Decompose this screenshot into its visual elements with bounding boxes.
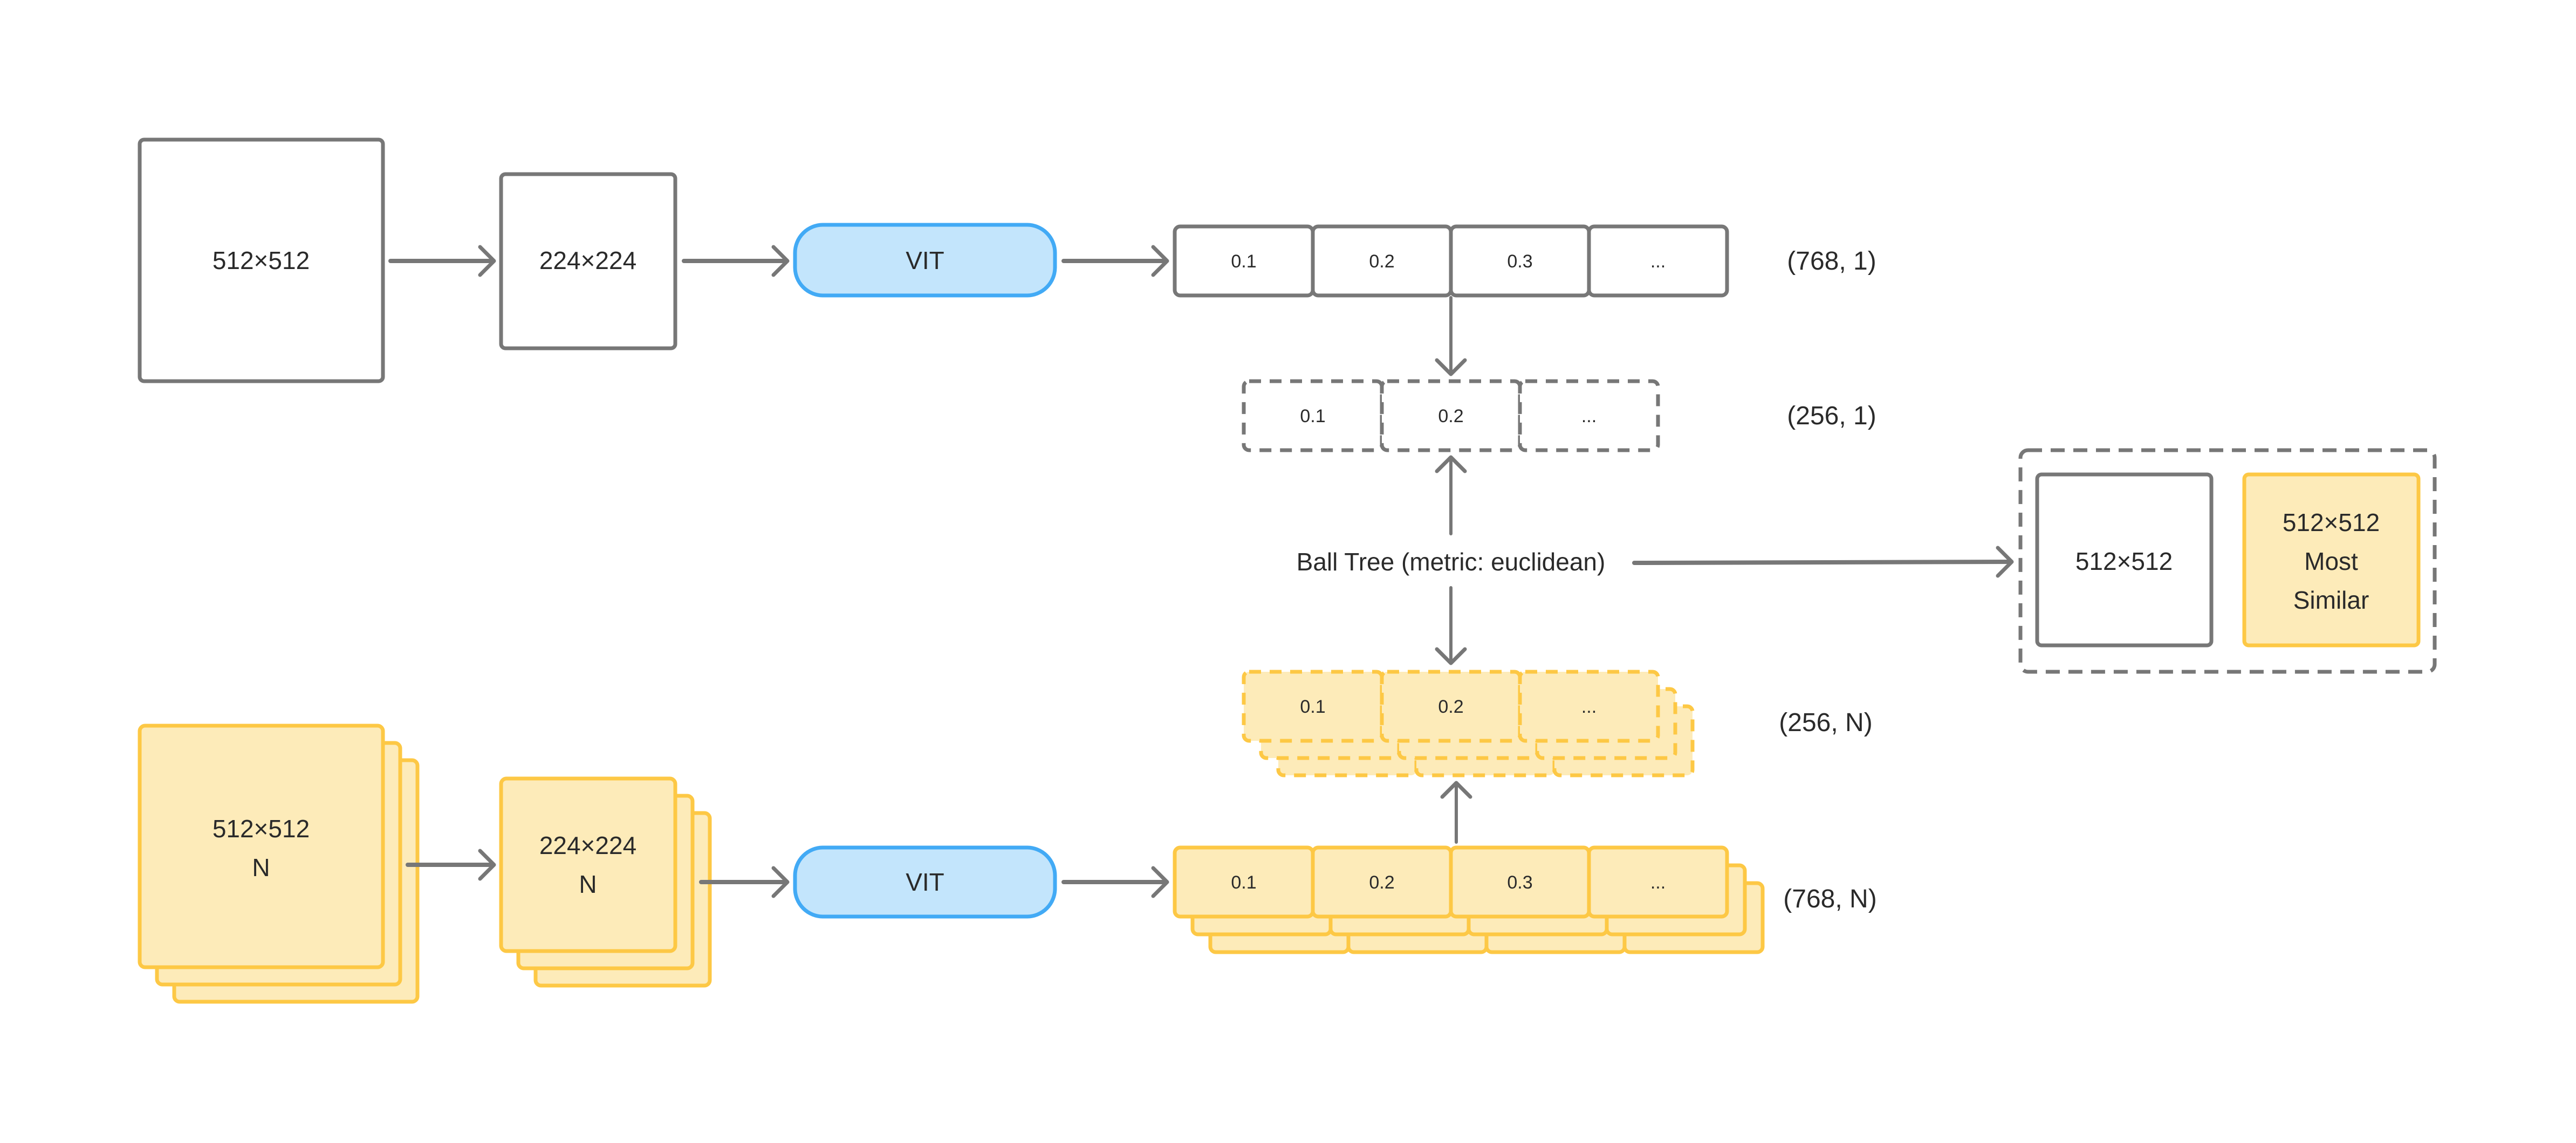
db-vit-label: VIT [906,868,944,896]
db-input-image-line-1: 512×512 [213,815,310,843]
db-embedding-cell [1587,845,1729,919]
db-embedding-shape: (768, N) [1783,885,1876,913]
db-input-image-line-2: N [252,853,270,882]
db-reduced-cell-value: 0.2 [1438,697,1463,717]
arrow-balltree-to-result [1632,546,2014,578]
query-embedding-cell-value: 0.1 [1231,251,1256,272]
arrow-embedding-to-reduced [1435,296,1467,376]
arrow-db-embedding-to-reduced [1440,781,1472,844]
query-reduced-shape: (256, 1) [1787,402,1876,430]
result-query-image-label: 512×512 [2075,547,2173,575]
query-vit-model: VIT [793,223,1057,298]
query-reduced-cell-value: ... [1581,406,1597,426]
db-reduced-cell [1518,670,1660,743]
db-embedding-cell-value: 0.2 [1369,872,1394,893]
query-reduced-cell [1518,379,1660,452]
query-resized-image-label: 224×224 [539,246,636,274]
db-input-image-stack: 512×512 N [138,724,420,1004]
arrow-balltree-to-db-reduced [1435,586,1467,665]
query-embedding-cell-value: 0.3 [1507,251,1532,272]
db-reduced-shape: (256, N) [1779,708,1872,737]
query-embedding-cell-value: 0.2 [1369,251,1394,272]
query-reduced-vector: 0.1 0.2... [1242,379,1660,452]
query-embedding-cell [1587,224,1729,298]
arrow-balltree-to-query-reduced [1435,455,1467,535]
query-embedding-cell-value: ... [1650,251,1666,272]
result-most-similar-image: 512×512 Most Similar [2242,472,2421,648]
arrow-db-resized-to-vit [699,866,790,898]
arrow-query-resized-to-vit [682,245,790,277]
query-reduced-cell-value: 0.2 [1438,406,1463,426]
db-resized-image-line-1: 224×224 [539,831,636,859]
query-vit-label: VIT [906,246,944,274]
query-input-image-label: 512×512 [213,246,310,274]
query-embedding-shape: (768, 1) [1787,247,1876,276]
ball-tree-label: Ball Tree (metric: euclidean) [1297,548,1606,576]
db-vit-model: VIT [793,845,1057,919]
db-reduced-cell-value: ... [1581,697,1597,717]
query-reduced-cell-value: 0.1 [1300,406,1325,426]
arrow-query-input-to-resized [388,245,496,277]
result-query-image: 512×512 [2035,472,2214,648]
result-panel: 512×512 512×512 Most Similar [2018,448,2437,674]
db-reduced-cell-value: 0.1 [1300,697,1325,717]
db-embedding-vector-stack: 0.1 0.2 0.3... [1173,845,1765,954]
db-embedding-cell-value: 0.1 [1231,872,1256,893]
result-match-line-2: Most [2304,547,2358,575]
result-match-line-1: 512×512 [2283,508,2380,536]
db-resized-image-stack: 224×224 N [499,776,712,988]
query-resized-image: 224×224 [499,172,677,350]
db-reduced-vector-stack: 0.1 0.2... [1242,670,1695,777]
result-match-line-3: Similar [2293,586,2369,614]
query-input-image: 512×512 [138,137,385,383]
db-resized-image-line-2: N [579,870,597,898]
db-embedding-cell-value: ... [1650,872,1666,893]
db-embedding-cell-value: 0.3 [1507,872,1532,893]
arrow-db-input-to-resized [406,849,496,881]
arrow-query-vit-to-embedding [1061,245,1169,277]
query-embedding-vector: 0.1 0.2 0.3... [1173,224,1729,298]
arrow-db-vit-to-embedding [1061,866,1169,898]
